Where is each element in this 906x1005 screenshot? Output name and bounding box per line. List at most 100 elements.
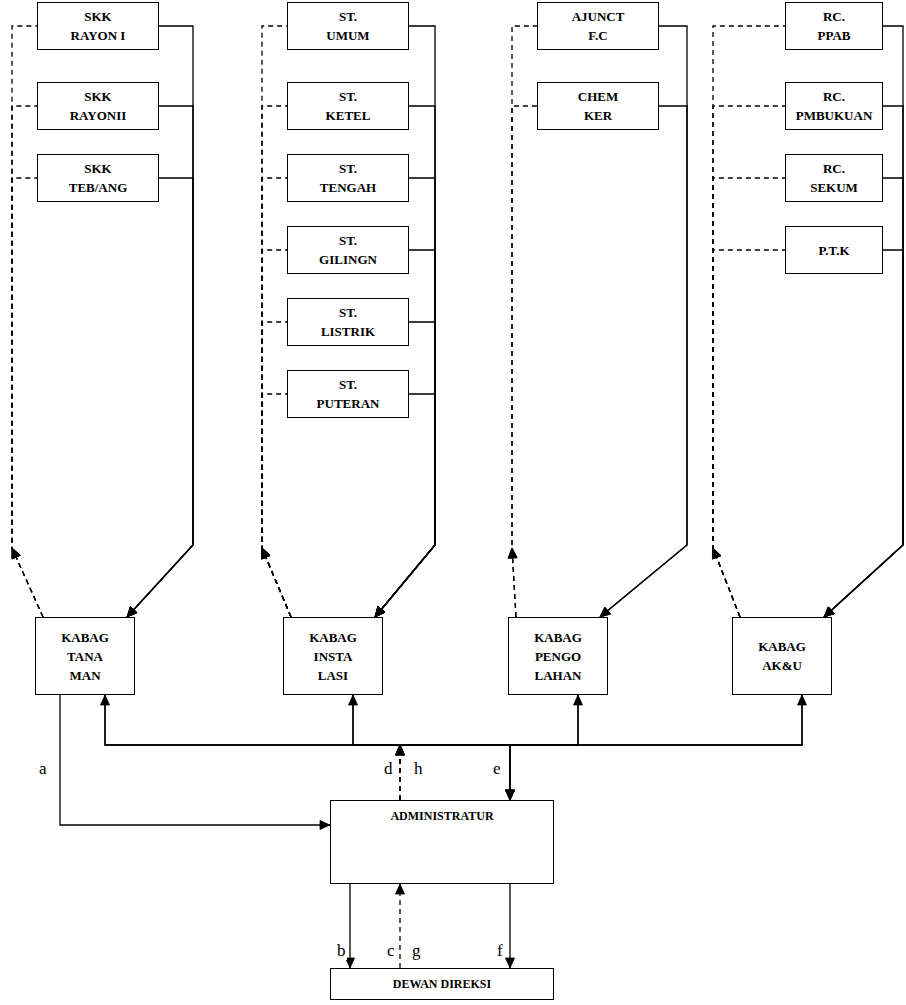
unit-box: ST. LISTRIK	[287, 298, 409, 346]
connector	[396, 695, 807, 800]
arrow-head	[600, 607, 611, 617]
administrator-box: ADMINISTRATUR	[330, 800, 554, 884]
connector-line	[512, 106, 537, 617]
department-box: KABAG AK&U	[732, 617, 832, 695]
connector-line	[713, 250, 785, 617]
connector	[12, 178, 43, 617]
connector	[375, 322, 435, 617]
unit-box: ST. PUTERAN	[287, 370, 409, 418]
arrow-head	[12, 548, 20, 559]
box-label: SKK TEB/ANG	[68, 159, 128, 197]
connector-line	[824, 250, 903, 617]
connector	[712, 250, 785, 617]
box-label: CHEM KER	[568, 87, 628, 125]
arrow-head	[508, 548, 517, 558]
arrow-head	[396, 745, 405, 755]
connector-line	[512, 26, 537, 617]
arrow-head	[506, 790, 515, 800]
connector	[506, 695, 579, 800]
unit-box: SKK TEB/ANG	[37, 154, 159, 202]
arrow-head	[396, 745, 405, 755]
arrow-head	[375, 606, 385, 617]
connector	[712, 106, 785, 617]
connector	[375, 394, 435, 617]
box-label: ST. TENGAH	[318, 159, 378, 197]
box-label: ST. LISTRIK	[318, 303, 378, 341]
connector-line	[713, 26, 785, 617]
arrow-head	[824, 607, 834, 617]
connector	[600, 106, 687, 617]
edge-letter: g	[411, 942, 422, 960]
connector-line	[353, 695, 510, 800]
box-label: ADMINISTRATUR	[390, 807, 493, 826]
arrow-head	[712, 548, 720, 559]
connector-line	[713, 178, 785, 617]
box-label: RC. PMBUKUAN	[796, 87, 873, 125]
arrow-head	[396, 884, 405, 894]
connector-line	[105, 695, 510, 800]
arrow-head	[262, 548, 270, 559]
arrow-head	[127, 607, 137, 617]
box-label: SKK RAYONII	[68, 87, 128, 125]
arrow-head	[375, 606, 385, 617]
box-label: KABAG AK&U	[757, 637, 807, 675]
connector-line	[400, 695, 802, 745]
arrow-head	[506, 790, 515, 800]
edge-letter: f	[496, 942, 504, 960]
box-label: SKK RAYON I	[68, 7, 128, 45]
edge-letter: b	[336, 942, 347, 960]
connector-line	[127, 178, 193, 617]
edge-letter: a	[38, 760, 48, 778]
unit-box: RC. PPAB	[785, 2, 883, 50]
unit-box: AJUNCT F.C	[537, 2, 659, 50]
connector	[396, 884, 405, 968]
connector-line	[510, 695, 578, 800]
department-box: KABAG INSTA LASI	[283, 617, 383, 695]
connector-line	[105, 695, 400, 745]
unit-box: P.T.K	[785, 226, 883, 274]
arrow-head	[12, 548, 20, 559]
arrow-head	[712, 548, 720, 559]
department-box: KABAG PENGO LAHAN	[508, 617, 608, 695]
box-label: DEWAN DIREKSI	[393, 975, 491, 994]
connector-line	[262, 322, 291, 617]
box-label: ST. GILINGN	[318, 231, 378, 269]
unit-box: CHEM KER	[537, 82, 659, 130]
box-label: KABAG TANA MAN	[60, 628, 110, 685]
box-label: RC. SEKUM	[807, 159, 861, 197]
unit-box: ST. UMUM	[287, 2, 409, 50]
connector-line	[375, 322, 435, 617]
arrow-head	[506, 790, 515, 800]
connector-line	[349, 884, 350, 968]
connector	[824, 250, 903, 617]
arrow-head	[600, 607, 611, 617]
arrow-head	[396, 745, 405, 755]
unit-box: RC. PMBUKUAN	[785, 82, 883, 130]
connector-line	[600, 106, 687, 617]
box-label: ST. UMUM	[318, 7, 378, 45]
connector	[262, 394, 291, 617]
arrow-head	[396, 745, 405, 755]
connector	[508, 106, 537, 617]
connector	[506, 884, 515, 968]
box-label: ST. KETEL	[318, 87, 378, 125]
arrow-head	[262, 548, 270, 559]
connector	[712, 178, 785, 617]
arrow-head	[712, 548, 720, 559]
arrow-head	[262, 548, 270, 559]
unit-box: RC. SEKUM	[785, 154, 883, 202]
board-box: DEWAN DIREKSI	[330, 968, 554, 1000]
edge-letter: c	[386, 942, 396, 960]
connector-line	[262, 394, 291, 617]
connector	[262, 322, 291, 617]
box-label: P.T.K	[807, 241, 861, 260]
connector-line	[713, 106, 785, 617]
arrow-head	[346, 958, 355, 968]
arrow-head	[320, 821, 330, 830]
arrow-head	[375, 606, 385, 617]
box-label: RC. PPAB	[807, 7, 861, 45]
edge-letter: e	[492, 760, 502, 778]
box-label: AJUNCT F.C	[568, 7, 628, 45]
box-label: ST. PUTERAN	[317, 375, 380, 413]
arrow-head	[12, 548, 20, 559]
